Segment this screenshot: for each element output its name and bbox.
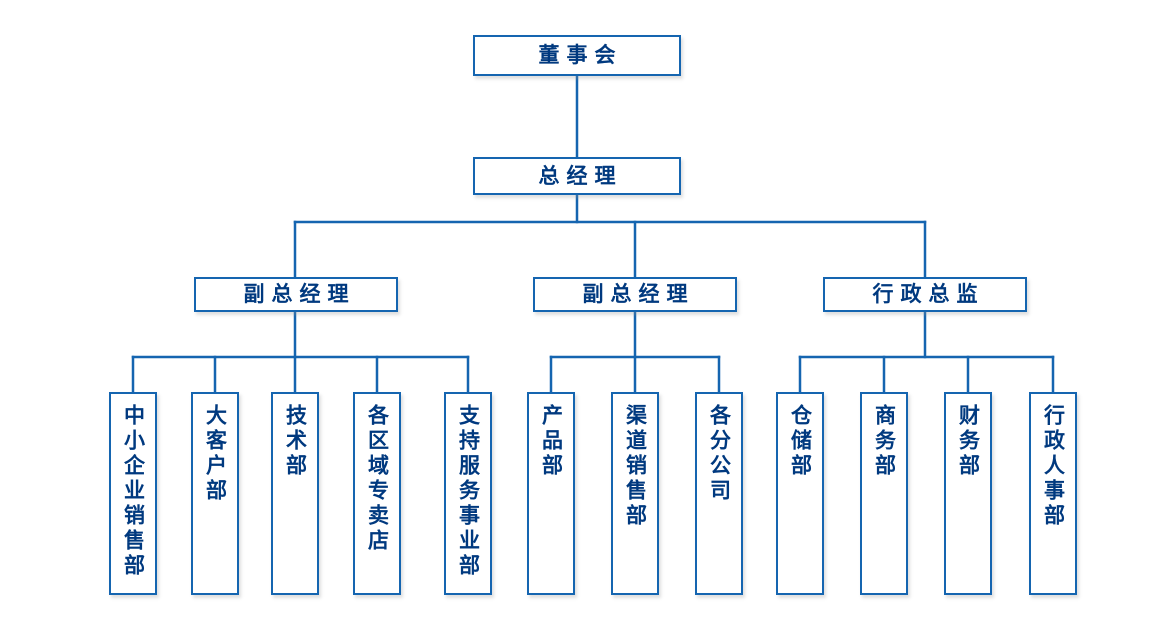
node-technology-dept-label: 技术部 [283, 404, 308, 479]
node-sme-sales-dept[interactable]: 中小企业销售部 [109, 392, 157, 595]
node-admin-hr-dept[interactable]: 行政人事部 [1029, 392, 1077, 595]
node-deputy-gm-2[interactable]: 副总经理 [533, 277, 737, 312]
node-technology-dept[interactable]: 技术部 [271, 392, 319, 595]
node-warehouse-dept[interactable]: 仓储部 [776, 392, 824, 595]
node-board-label: 董事会 [538, 43, 623, 67]
node-channel-sales-dept-label: 渠道销售部 [623, 404, 648, 529]
node-admin-director-label: 行政总监 [872, 282, 985, 306]
node-regional-stores[interactable]: 各区域专卖店 [353, 392, 401, 595]
node-support-service-division[interactable]: 支持服务事业部 [444, 392, 492, 595]
node-product-dept[interactable]: 产品部 [527, 392, 575, 595]
node-deputy-gm-1[interactable]: 副总经理 [194, 277, 398, 312]
node-admin-hr-dept-label: 行政人事部 [1041, 404, 1066, 529]
node-deputy-gm-1-label: 副总经理 [243, 282, 356, 306]
node-admin-director[interactable]: 行政总监 [823, 277, 1027, 312]
node-business-dept[interactable]: 商务部 [860, 392, 908, 595]
node-finance-dept[interactable]: 财务部 [944, 392, 992, 595]
node-channel-sales-dept[interactable]: 渠道销售部 [611, 392, 659, 595]
node-key-account-dept[interactable]: 大客户部 [191, 392, 239, 595]
node-branch-offices[interactable]: 各分公司 [695, 392, 743, 595]
node-sme-sales-dept-label: 中小企业销售部 [121, 404, 146, 579]
node-product-dept-label: 产品部 [539, 404, 564, 479]
node-support-service-division-label: 支持服务事业部 [456, 404, 481, 579]
node-warehouse-dept-label: 仓储部 [788, 404, 813, 479]
node-board[interactable]: 董事会 [473, 35, 681, 76]
node-branch-offices-label: 各分公司 [707, 404, 732, 504]
node-key-account-dept-label: 大客户部 [203, 404, 228, 504]
node-general-manager[interactable]: 总经理 [473, 157, 681, 195]
node-general-manager-label: 总经理 [538, 163, 623, 188]
node-business-dept-label: 商务部 [872, 404, 897, 479]
node-deputy-gm-2-label: 副总经理 [582, 282, 695, 306]
node-finance-dept-label: 财务部 [956, 404, 981, 479]
node-regional-stores-label: 各区域专卖店 [365, 404, 390, 554]
